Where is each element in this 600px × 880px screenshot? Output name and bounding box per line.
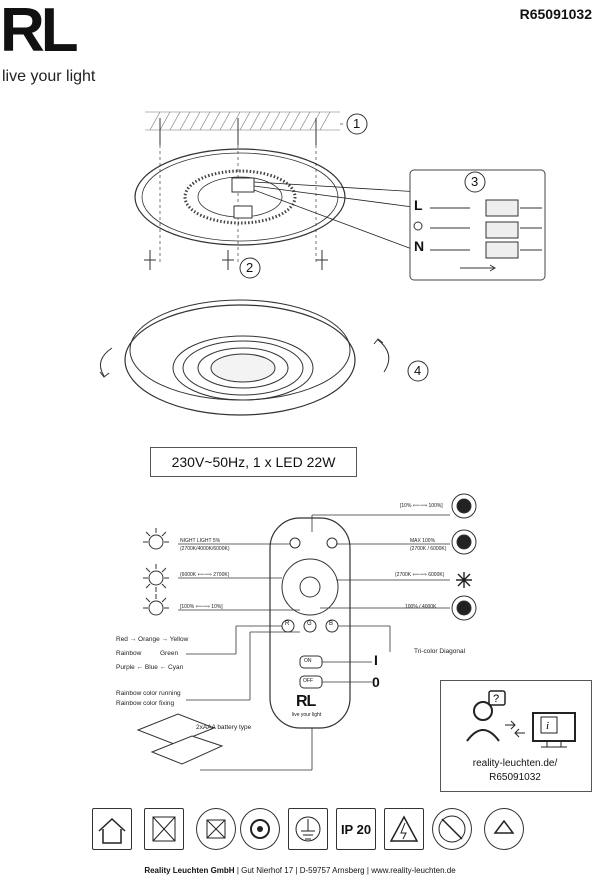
night-light-sub-label: (2700K/4000K/6000K) [180, 546, 230, 552]
battery-label: 2xAAA battery type [196, 724, 252, 731]
step-1-label: 1 [353, 116, 361, 131]
installation-diagram [99, 111, 546, 416]
tri-color-label: Tri-color Diagonal [414, 648, 466, 655]
rainbow-running-label: Rainbow color running [116, 690, 181, 697]
footer-web-link[interactable]: www.reality-leuchten.de [371, 866, 456, 875]
remote-tagline: live your light [292, 712, 322, 718]
dim-up-label: [10% ⟸⟹ 100%] [400, 503, 443, 509]
protective-earth-icon [288, 808, 328, 850]
document-number: R65091032 [519, 6, 592, 22]
footer-city: D-59757 Arnsberg [299, 866, 365, 875]
info-icon: i [546, 720, 549, 732]
brand-logo: RL [0, 0, 79, 65]
energy-class-icon [240, 808, 280, 850]
no-dimmer-icon [144, 808, 184, 850]
step-3-label: 3 [471, 174, 479, 189]
remote-r-button[interactable]: R [285, 621, 290, 627]
electric-hazard-icon [384, 808, 424, 850]
remote-off-button[interactable]: OFF [303, 678, 313, 684]
spec-label: 230V~50Hz, 1 x LED 22W [150, 447, 357, 477]
step-4-label: 4 [414, 363, 422, 378]
step-2-label: 2 [246, 260, 254, 275]
footer-street: Gut Nierhof 17 [241, 866, 294, 875]
night-light-label: NIGHT LIGHT 5% [180, 538, 221, 544]
remote-diagram [136, 493, 477, 771]
color-cycle-line1: Red → Orange → Yellow [116, 636, 189, 643]
rainbow-fixing-label: Rainbow color fixing [116, 700, 175, 707]
support-illustration: ? i [466, 690, 576, 748]
recycling-icon [484, 808, 524, 850]
neutral-white-label: 100% / 4000K [405, 604, 437, 610]
remote-b-button[interactable]: B [329, 621, 334, 627]
on-symbol: I [374, 652, 378, 668]
dim-down-label: [100% ⟸⟹ 10%] [180, 604, 223, 610]
no-insulation-cover-icon [196, 808, 236, 850]
info-box: ? i [440, 680, 592, 792]
color-cycle-green: Green [160, 650, 179, 657]
max-label: MAX 100% [410, 538, 436, 544]
max-sub-label: (2700K / 6000K) [410, 546, 447, 552]
wire-neutral-label: N [414, 238, 425, 254]
remote-on-button[interactable]: ON [304, 658, 312, 664]
ceiling-hatch [145, 111, 340, 131]
cct-up-label: (2700K ⟸⟹ 6000K) [395, 572, 445, 578]
indoor-use-icon [92, 808, 132, 850]
footer: Reality Leuchten GmbH | Gut Nierhof 17 |… [144, 866, 456, 875]
brand-tagline: live your light [2, 68, 96, 85]
footer-company: Reality Leuchten GmbH [144, 866, 235, 875]
cct-down-label: (6000K ⟸⟹ 2700K) [180, 572, 230, 578]
info-url[interactable]: reality-leuchten.de/ [472, 758, 558, 769]
color-cycle-rainbow: Rainbow [116, 650, 142, 657]
question-icon: ? [493, 693, 499, 705]
wire-live-label: L [414, 197, 423, 213]
info-code: R65091032 [489, 772, 541, 783]
remote-g-button[interactable]: G [307, 621, 312, 627]
no-disposal-icon [432, 808, 472, 850]
remote-logo: RL [296, 693, 316, 710]
off-symbol: 0 [372, 674, 380, 690]
ip-rating-badge: IP 20 [336, 808, 376, 850]
color-cycle-line3: Purple ← Blue ← Cyan [116, 664, 184, 671]
